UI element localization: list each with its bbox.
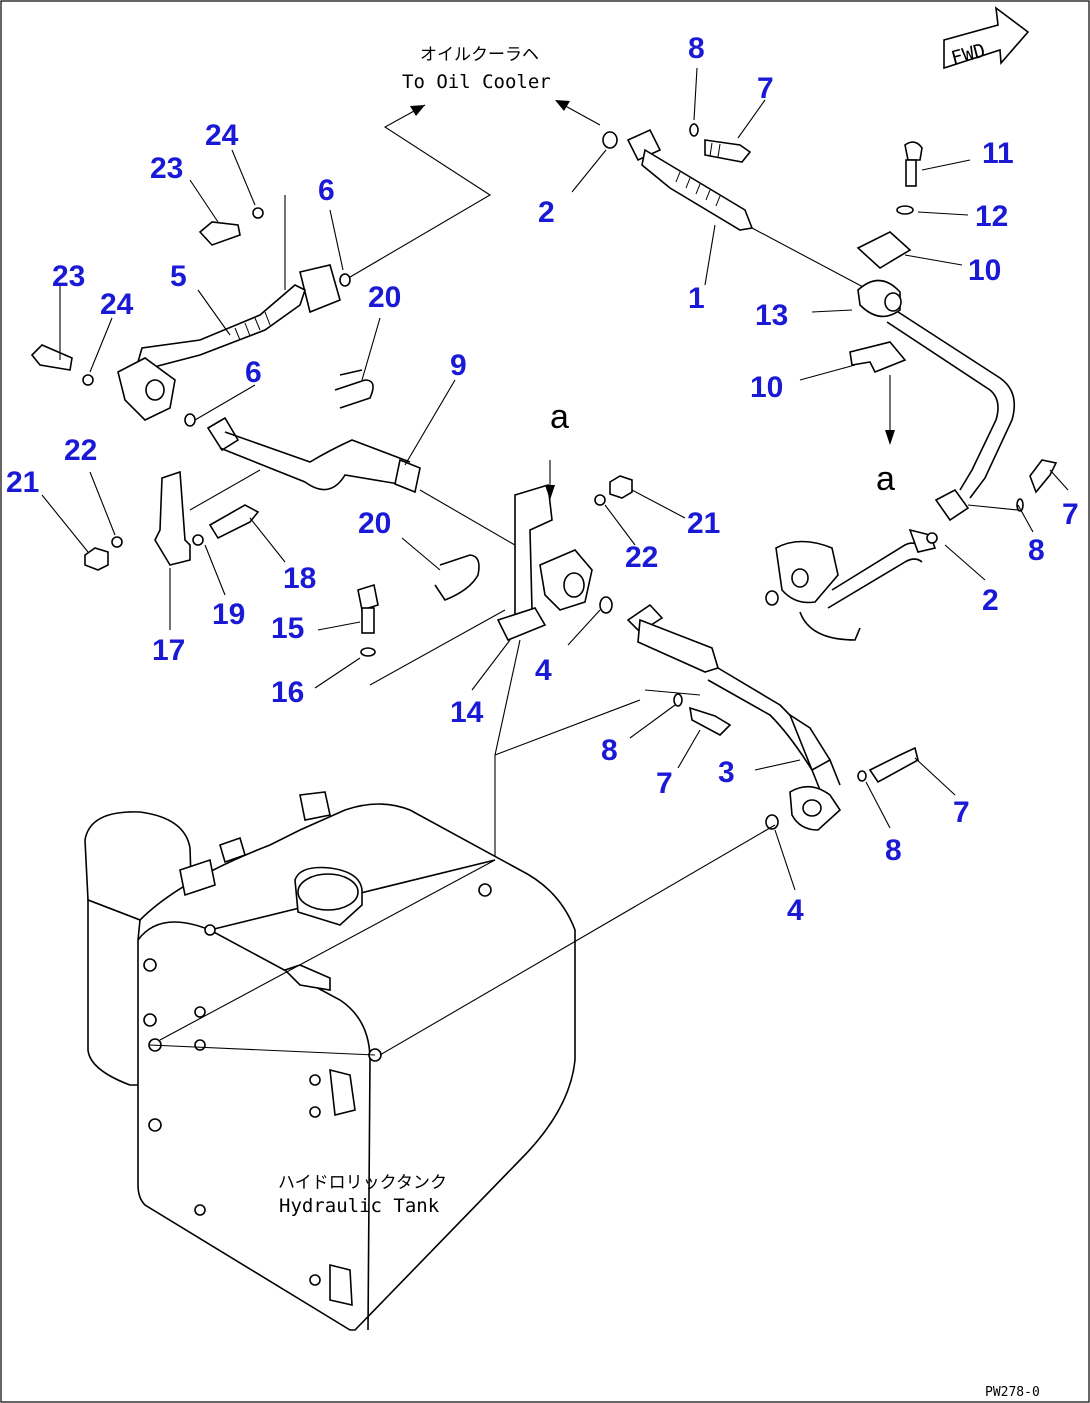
callout-2: 2 (982, 584, 999, 617)
leader-lines (41, 67, 1069, 891)
pipe-right (886, 309, 1019, 522)
callout-20: 20 (368, 281, 401, 314)
pipe-3 (765, 528, 938, 641)
callout-1: 1 (688, 282, 705, 315)
nut-21-left (84, 536, 123, 571)
callout-8: 8 (688, 32, 705, 65)
callout-10: 10 (968, 254, 1001, 287)
bolt-7-lower (857, 746, 919, 784)
o-ring-4-mid (599, 596, 613, 614)
callout-6: 6 (318, 174, 335, 207)
tank-label-en: Hydraulic Tank (279, 1195, 440, 1217)
bolt-18 (192, 504, 260, 546)
bolt-7-right (1016, 459, 1058, 512)
callout-4: 4 (787, 894, 804, 927)
callout-21: 21 (687, 507, 720, 540)
callout-8: 8 (601, 734, 618, 767)
oil-cooler-leader-right (559, 102, 601, 126)
drawing-code: PW278-0 (985, 1385, 1040, 1400)
callout-8: 8 (1028, 534, 1045, 567)
hose-3-lower (626, 603, 842, 831)
bolt-7-top (689, 123, 752, 163)
pipe-9 (206, 416, 521, 549)
callout-23: 23 (150, 152, 183, 185)
bolt-23-top (198, 207, 264, 246)
callout-19: 19 (212, 598, 245, 631)
callout-11: 11 (982, 137, 1014, 170)
callout-17: 17 (152, 634, 185, 667)
callout-5: 5 (170, 260, 187, 293)
hydraulic-tank (84, 791, 776, 1331)
callout-6: 6 (245, 356, 262, 389)
callout-9: 9 (450, 349, 467, 382)
callout-3: 3 (718, 756, 735, 789)
clamp-assembly (849, 141, 923, 445)
bracket-17 (154, 469, 261, 566)
tank-label-jp: ハイドロリックタンク (278, 1173, 447, 1193)
u-bolt-20-upper (334, 369, 374, 409)
bolt-15 (357, 583, 379, 657)
callout-22: 22 (625, 541, 658, 574)
oil-cooler-leader-left (344, 104, 492, 281)
callout-2: 2 (538, 196, 555, 229)
callout-16: 16 (271, 676, 304, 709)
callout-7: 7 (1062, 498, 1079, 531)
bolt-23-left (30, 344, 94, 386)
callout-18: 18 (283, 562, 316, 595)
u-bolt-20-lower (434, 554, 480, 601)
callout-24: 24 (205, 119, 239, 152)
nut-21-right (594, 475, 633, 506)
callout-7: 7 (757, 72, 774, 105)
callout-23: 23 (52, 260, 85, 293)
callout-8: 8 (885, 834, 902, 867)
callout-4: 4 (535, 654, 552, 687)
callout-15: 15 (271, 612, 304, 645)
ref-a-top: a (550, 398, 569, 436)
callout-24: 24 (100, 288, 134, 321)
callout-12: 12 (975, 200, 1008, 233)
oil-cooler-note-en: To Oil Cooler (402, 71, 551, 93)
ref-a-right: a (876, 460, 895, 498)
callout-22: 22 (64, 434, 97, 467)
fwd-arrow-icon: FWD (943, 6, 1030, 70)
callout-20: 20 (358, 507, 391, 540)
callout-14: 14 (450, 696, 484, 729)
bracket-14 (369, 460, 641, 860)
callout-7: 7 (656, 767, 673, 800)
callout-13: 13 (755, 299, 788, 332)
callout-7: 7 (953, 796, 970, 829)
bolt-7-mid (673, 693, 732, 736)
oil-cooler-note-jp: オイルクーラヘ (420, 45, 539, 65)
hose-5 (117, 195, 351, 427)
callout-21: 21 (6, 466, 39, 499)
hose-1 (626, 128, 866, 289)
o-ring-2-top (602, 131, 618, 149)
callout-10: 10 (750, 371, 783, 404)
